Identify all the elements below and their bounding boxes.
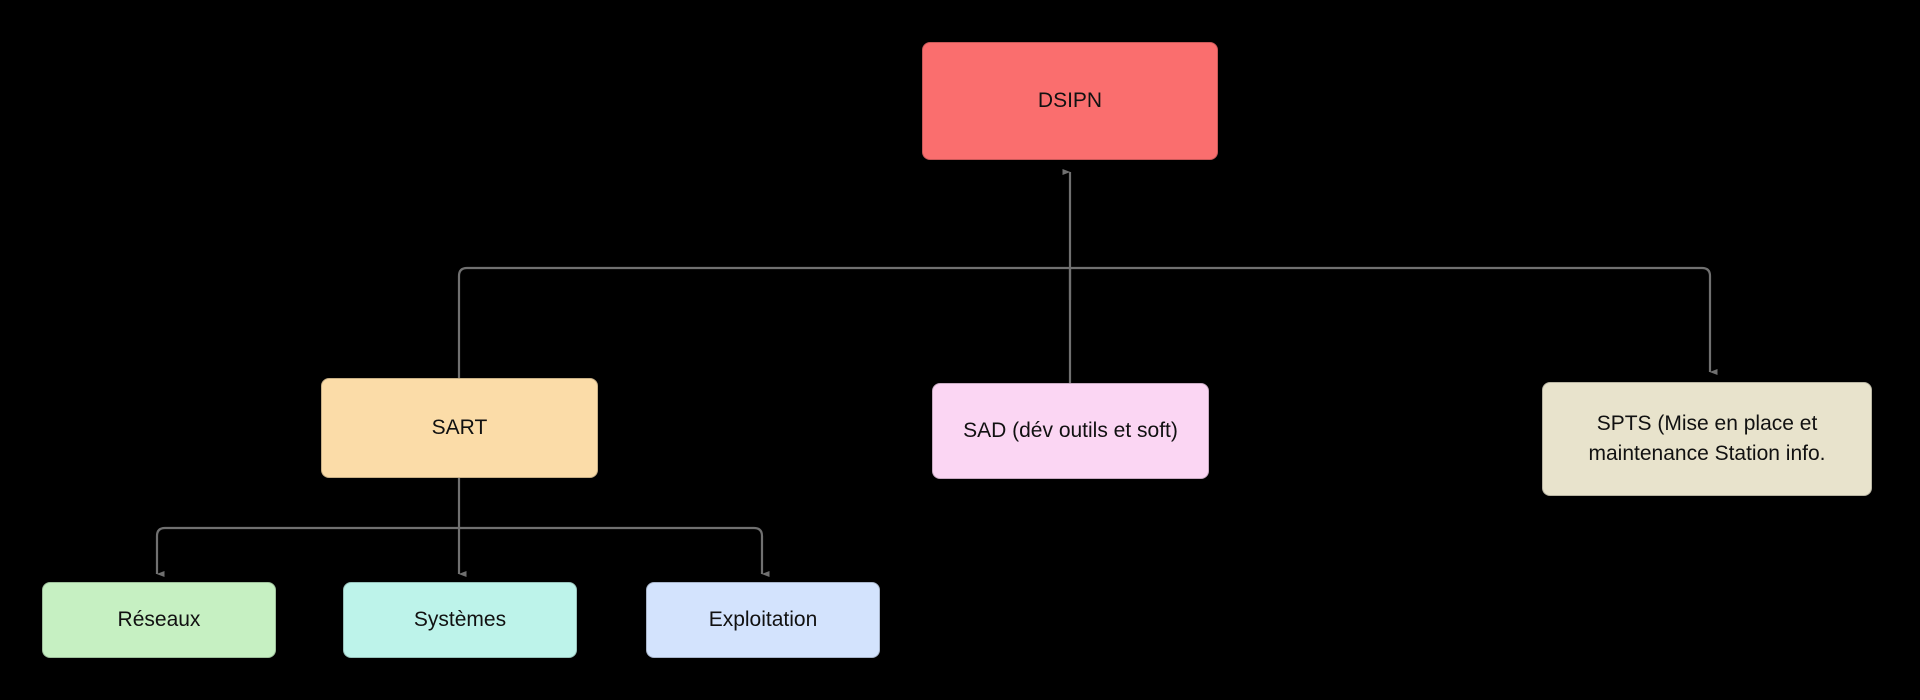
node-exploitation-label: Exploitation xyxy=(708,607,818,631)
node-sart[interactable]: SART xyxy=(321,378,598,478)
node-sad[interactable]: SAD (dév outils et soft) xyxy=(932,383,1209,479)
node-reseaux[interactable]: Réseaux xyxy=(42,582,276,658)
node-sad-label: SAD (dév outils et soft) xyxy=(963,418,1178,442)
node-dsipn-label: DSIPN xyxy=(1037,88,1103,112)
node-exploitation[interactable]: Exploitation xyxy=(646,582,880,658)
edge-bus-right-to-spts xyxy=(1070,266,1718,375)
edge-bus-left-to-sart xyxy=(457,266,1070,378)
node-spts[interactable]: SPTS (Mise en place et maintenance Stati… xyxy=(1542,382,1872,496)
node-dsipn[interactable]: DSIPN xyxy=(922,42,1218,160)
node-systemes-label: Systèmes xyxy=(413,607,507,631)
edge-sart-to-exploitation xyxy=(459,526,770,577)
node-spts-label: SPTS (Mise en place et maintenance Stati… xyxy=(1588,411,1826,465)
node-systemes[interactable]: Systèmes xyxy=(343,582,577,658)
node-reseaux-label: Réseaux xyxy=(117,607,201,631)
node-sart-label: SART xyxy=(431,415,488,439)
edge-sart-to-reseaux xyxy=(155,526,459,577)
